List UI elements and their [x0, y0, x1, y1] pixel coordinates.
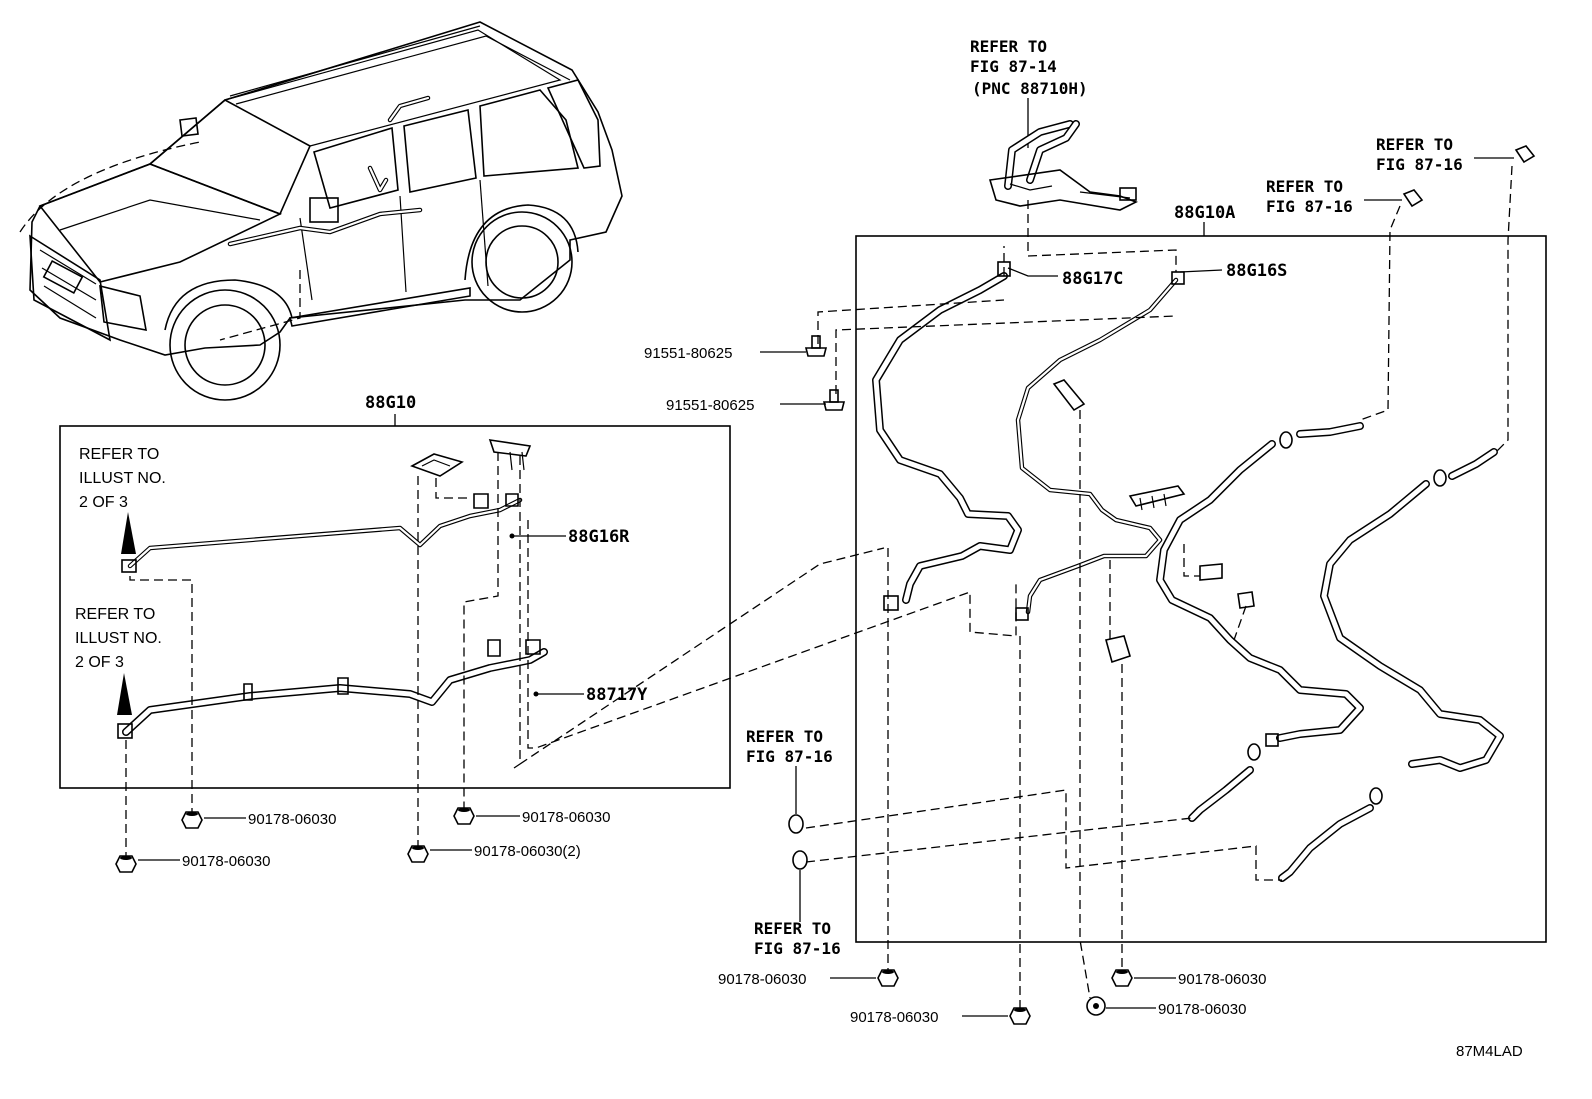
- refer-87-16-d-line2: FIG 87-16: [754, 939, 841, 958]
- right-fasteners: 90178-06030 90178-06030 90178-06030 9017…: [718, 969, 1266, 1026]
- left-assembly-88G10: 88G10 REFER TO ILLUST NO. 2 OF 3 REFER T…: [59, 393, 1017, 858]
- refer-87-14-line2: FIG 87-14: [970, 57, 1057, 76]
- part-label-88G16S: 88G16S: [1226, 261, 1287, 281]
- bolt-icon: [804, 335, 828, 357]
- part-label-nut-right-1: 90178-06030: [718, 971, 806, 988]
- refer-87-16-c-line2: FIG 87-16: [746, 747, 833, 766]
- part-label-88G10: 88G10: [365, 393, 416, 413]
- part-label-nut-right-2: 90178-06030: [850, 1009, 938, 1026]
- part-label-88717Y: 88717Y: [586, 685, 648, 705]
- nut-icon: [407, 845, 429, 863]
- part-label-nut-left-2: 90178-06030: [182, 853, 270, 870]
- refer-87-16-a-line1: REFER TO: [1376, 135, 1453, 154]
- part-label-nut-left-3: 90178-06030: [522, 809, 610, 826]
- refer-illust-a-line3: 2 OF 3: [79, 494, 128, 511]
- left-fasteners: 90178-06030 90178-06030 90178-06030 9017…: [115, 807, 610, 873]
- nut-icon: [453, 807, 475, 825]
- assembly-box-88G10A: [855, 235, 1547, 943]
- refer-illust-b-line3: 2 OF 3: [75, 654, 124, 671]
- clamp-icon: [792, 850, 808, 870]
- part-label-nut-left-4: 90178-06030(2): [474, 843, 581, 860]
- part-label-88G17C: 88G17C: [1062, 269, 1123, 289]
- refer-87-16-a-line2: FIG 87-16: [1376, 155, 1463, 174]
- part-label-bolt-2: 91551-80625: [666, 397, 754, 414]
- part-label-nut-left-1: 90178-06030: [248, 811, 336, 828]
- part-label-nut-right-3: 90178-06030: [1178, 971, 1266, 988]
- nut-icon: [181, 811, 203, 829]
- arrow-up-icon: [117, 673, 132, 715]
- clamp-icon: [788, 814, 804, 834]
- nut-icon: [1009, 1007, 1031, 1025]
- refer-illust-a-line2: ILLUST NO.: [79, 470, 166, 487]
- refer-87-14-line1: REFER TO: [970, 37, 1047, 56]
- nut-icon: [1086, 996, 1106, 1016]
- refer-87-16-c-line1: REFER TO: [746, 727, 823, 746]
- vehicle-illustration: [19, 21, 623, 401]
- bolt-icon: [822, 389, 846, 411]
- right-assembly-88G10A: REFER TO FIG 87-14 (PNC 88710H) 88G10A R…: [746, 37, 1547, 1010]
- refer-87-14-line3: (PNC 88710H): [972, 79, 1088, 98]
- part-label-88G16R: 88G16R: [568, 527, 630, 547]
- illustration-code: 87M4LAD: [1456, 1043, 1523, 1060]
- refer-illust-b-line1: REFER TO: [75, 606, 155, 623]
- nut-icon: [115, 855, 137, 873]
- arrow-up-icon: [121, 512, 136, 554]
- refer-87-16-d-line1: REFER TO: [754, 919, 831, 938]
- refer-illust-a-line1: REFER TO: [79, 446, 159, 463]
- nut-icon: [1111, 969, 1133, 987]
- part-label-bolt-1: 91551-80625: [644, 345, 732, 362]
- assembly-box-88G10: [59, 425, 731, 789]
- part-label-nut-right-4: 90178-06030: [1158, 1001, 1246, 1018]
- part-label-88G10A: 88G10A: [1174, 203, 1235, 223]
- nut-icon: [877, 969, 899, 987]
- refer-illust-b-line2: ILLUST NO.: [75, 630, 162, 647]
- bolt-fasteners: 91551-80625 91551-80625: [644, 335, 846, 414]
- refer-87-16-b-line2: FIG 87-16: [1266, 197, 1353, 216]
- refer-87-16-b-line1: REFER TO: [1266, 177, 1343, 196]
